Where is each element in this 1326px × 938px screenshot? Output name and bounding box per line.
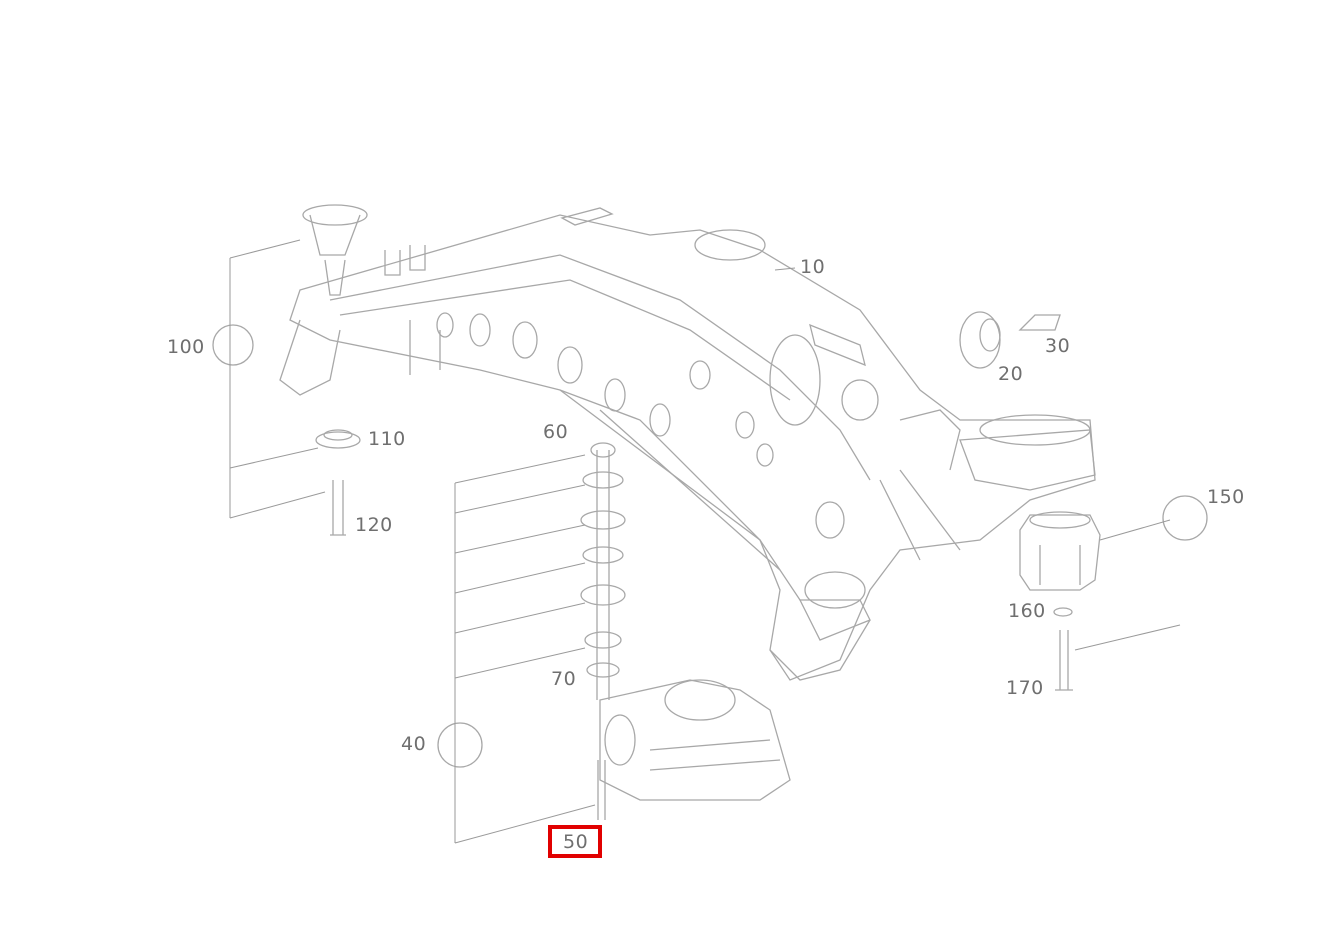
callout-120[interactable]: 120 <box>355 514 393 536</box>
callout-30[interactable]: 30 <box>1045 335 1071 357</box>
callout-160[interactable]: 160 <box>1008 600 1046 622</box>
selected-callout-highlight <box>548 825 602 858</box>
callout-50[interactable]: 50 <box>563 831 589 853</box>
callout-10[interactable]: 10 <box>800 256 826 278</box>
callout-100[interactable]: 100 <box>167 336 205 358</box>
callout-70[interactable]: 70 <box>551 668 577 690</box>
callout-20[interactable]: 20 <box>998 363 1024 385</box>
bushing-icon <box>1019 511 1101 591</box>
callout-40[interactable]: 40 <box>401 733 427 755</box>
callout-150[interactable]: 150 <box>1207 486 1245 508</box>
callout-110[interactable]: 110 <box>368 428 406 450</box>
bolt-icon <box>1055 630 1073 691</box>
callout-170[interactable]: 170 <box>1006 677 1044 699</box>
screw-icon <box>580 442 626 700</box>
subframe-drawing <box>279 204 1096 681</box>
callout-60[interactable]: 60 <box>543 421 569 443</box>
